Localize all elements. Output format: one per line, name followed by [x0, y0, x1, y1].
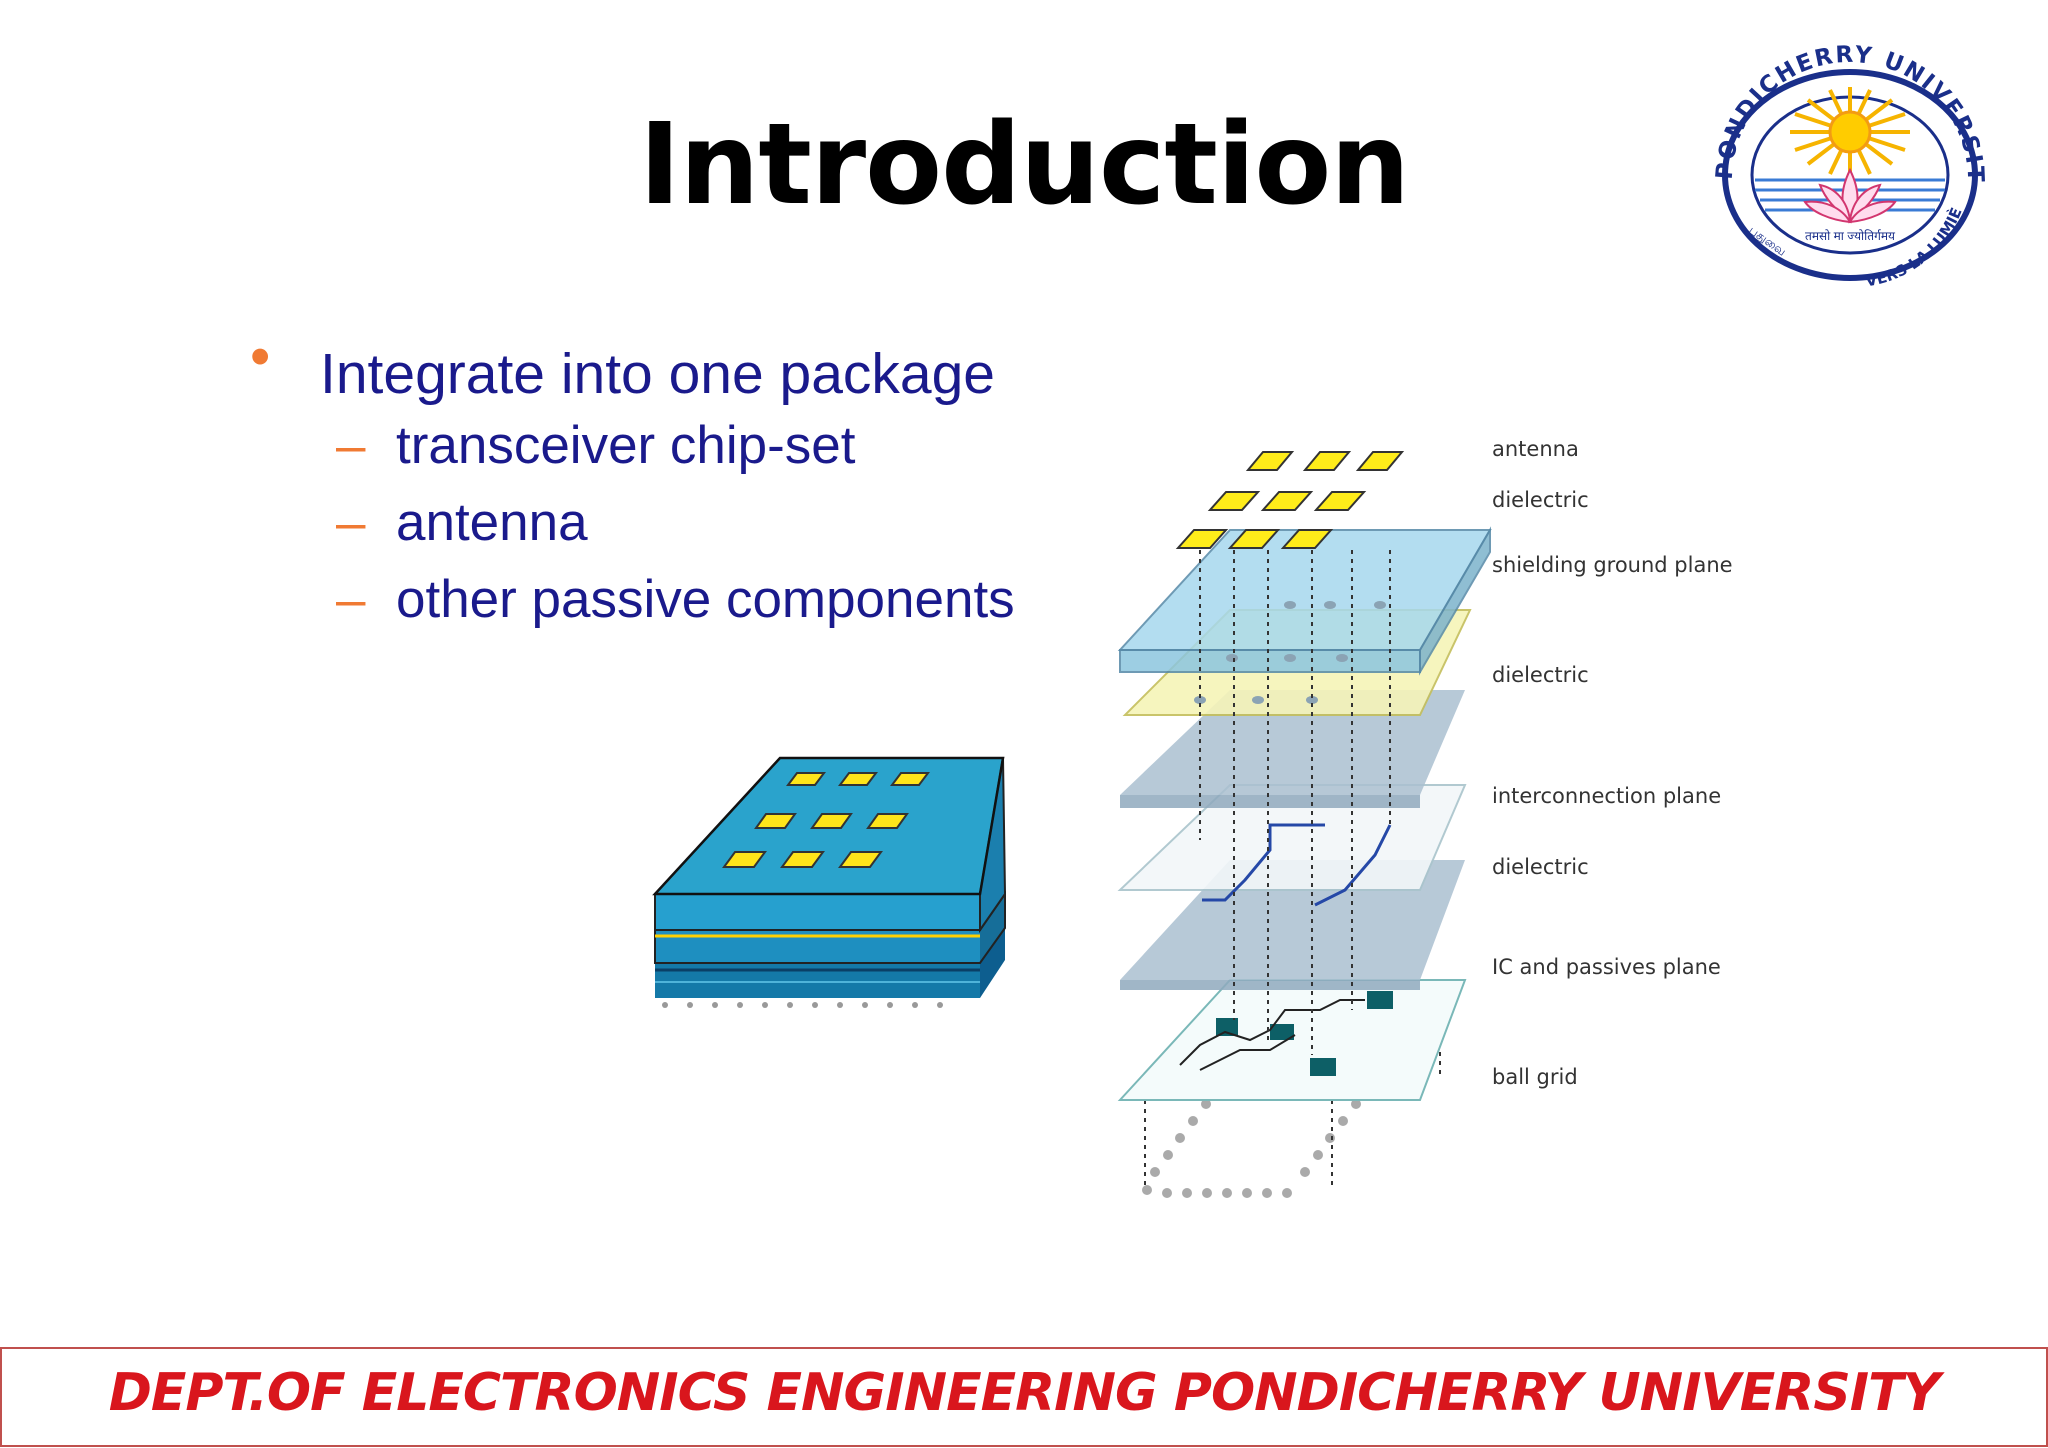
sub-bullet-text: antenna: [396, 493, 588, 552]
sub-bullet-marker: –: [336, 493, 366, 552]
exploded-layers: [1117, 451, 1492, 1198]
footer-text: DEPT.OF ELECTRONICS ENGINEERING PONDICHE…: [108, 1363, 1941, 1423]
layer-label: dielectric: [1492, 855, 1589, 879]
university-logo: PONDICHERRY UNIVERSITY VERS LA LUMIÈRE त…: [1700, 40, 1986, 290]
footer-banner: DEPT.OF ELECTRONICS ENGINEERING PONDICHE…: [0, 1347, 2048, 1447]
sub-bullet-text: other passive components: [396, 570, 1015, 629]
bullet-marker: •: [250, 324, 271, 389]
layer-label: shielding ground plane: [1492, 553, 1733, 577]
layer-label: ball grid: [1492, 1065, 1578, 1089]
sub-bullet-text: transceiver chip-set: [396, 416, 856, 475]
layer-label: dielectric: [1492, 663, 1589, 687]
layer-label: IC and passives plane: [1492, 955, 1721, 979]
assembled-package: [652, 756, 1007, 1008]
layer-label: dielectric: [1492, 488, 1589, 512]
layer-labels: antenna dielectric shielding ground plan…: [1492, 437, 1733, 1089]
logo-sanskrit-motto: तमसो मा ज्योतिर्गमय: [1805, 229, 1896, 243]
main-bullet-text: Integrate into one package: [320, 342, 996, 406]
package-diagram: antenna dielectric shielding ground plan…: [652, 437, 1733, 1198]
layer-label: antenna: [1492, 437, 1579, 461]
sub-bullet-marker: –: [336, 416, 366, 475]
layer-label: interconnection plane: [1492, 784, 1721, 808]
slide-title: Introduction: [638, 100, 1410, 230]
sub-bullet-marker: –: [336, 570, 366, 629]
